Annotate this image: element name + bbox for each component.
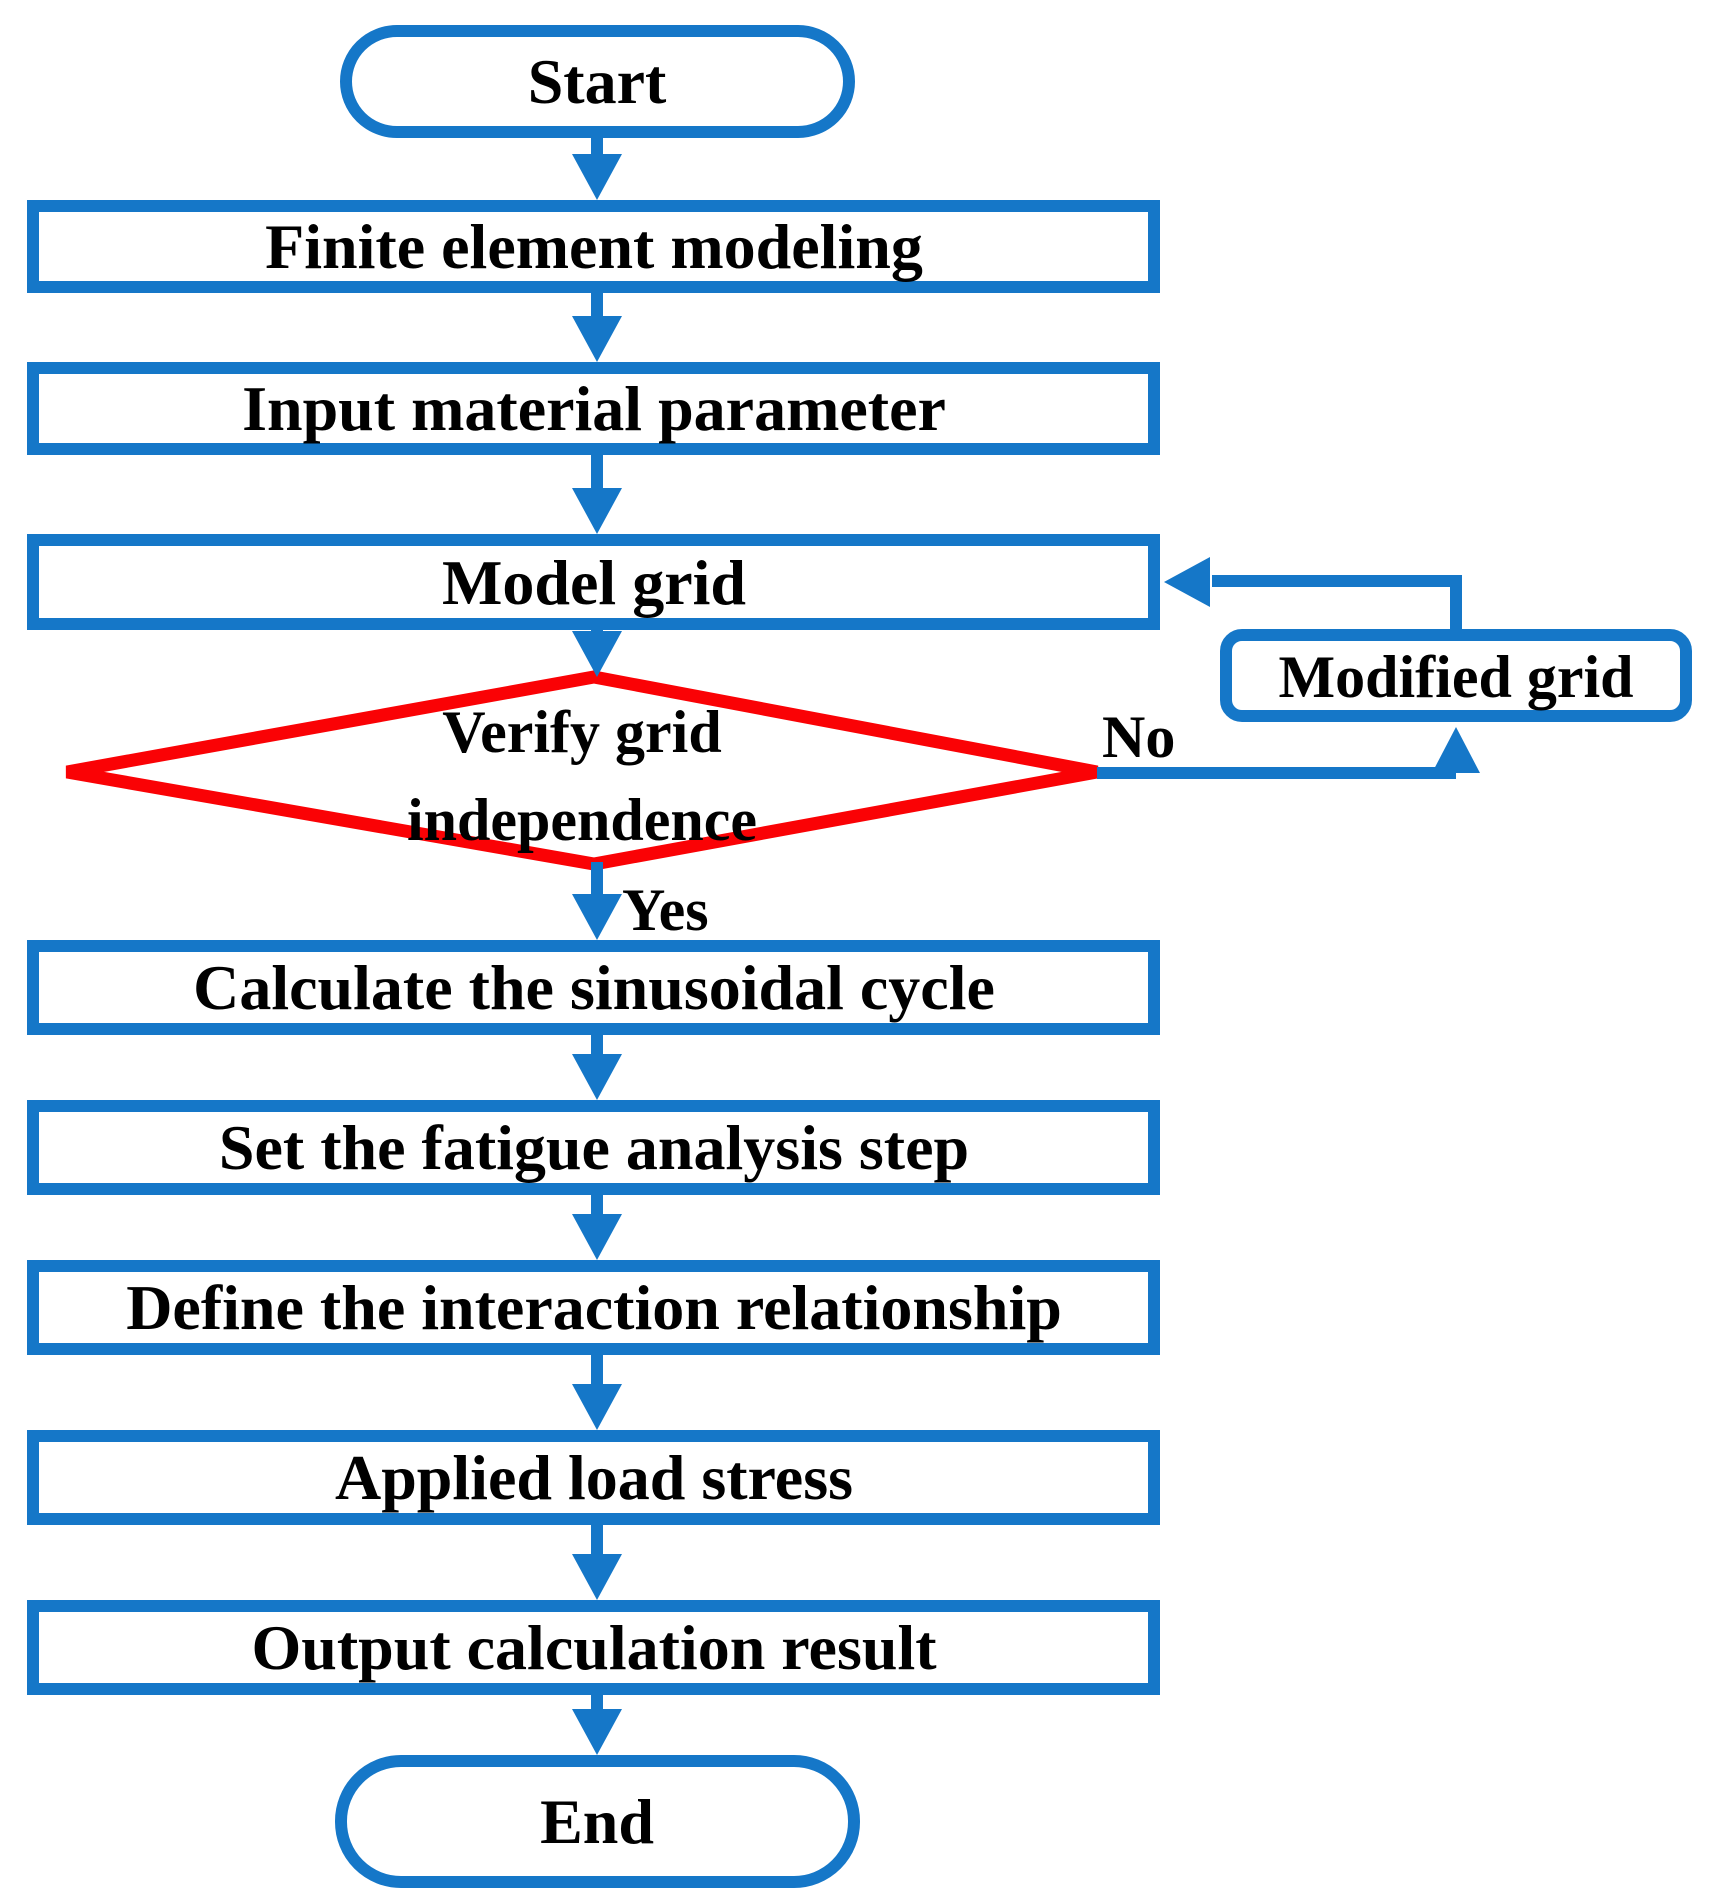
modified-grid-label: Modified grid bbox=[1279, 644, 1634, 710]
node-start: Start bbox=[340, 25, 855, 138]
end-shape bbox=[335, 1755, 860, 1888]
input-material-label: Input material parameter bbox=[242, 373, 946, 444]
arrowhead-down-icon bbox=[572, 1709, 622, 1755]
arrowhead-down-icon bbox=[572, 1054, 622, 1100]
model-grid-shape bbox=[27, 534, 1160, 630]
node-define-interaction-relationship: Define the interaction relationship bbox=[27, 1260, 1160, 1355]
edge-applied-load-to-output-result bbox=[572, 1523, 622, 1600]
edge-label-yes: Yes bbox=[622, 877, 709, 943]
modified-grid-shape bbox=[1220, 629, 1692, 722]
model-grid-label: Model grid bbox=[442, 547, 746, 618]
node-applied-load-stress: Applied load stress bbox=[27, 1430, 1160, 1525]
start-label: Start bbox=[528, 46, 667, 117]
edge-modified-grid-to-model-grid bbox=[1164, 557, 1462, 630]
edge-define-interaction-to-applied-load bbox=[572, 1353, 622, 1430]
output-result-shape bbox=[27, 1600, 1160, 1695]
end-label: End bbox=[540, 1786, 654, 1857]
applied-load-shape bbox=[27, 1430, 1160, 1525]
verify-grid-label-line2: independence bbox=[407, 787, 757, 853]
node-finite-element-modeling: Finite element modeling bbox=[27, 200, 1160, 293]
node-verify-grid-independence: Verify grid independence bbox=[65, 670, 1099, 871]
finite-element-shape bbox=[27, 200, 1160, 293]
arrowhead-left-icon bbox=[1164, 557, 1210, 607]
arrowhead-down-icon bbox=[572, 1214, 622, 1260]
define-interaction-label: Define the interaction relationship bbox=[126, 1272, 1062, 1343]
edge-label-no: No bbox=[1102, 704, 1175, 770]
calculate-sinusoidal-label: Calculate the sinusoidal cycle bbox=[193, 952, 995, 1023]
arrowhead-down-icon bbox=[572, 1554, 622, 1600]
input-material-shape bbox=[27, 362, 1160, 455]
edge-set-fatigue-to-define-interaction bbox=[572, 1193, 622, 1260]
edge-verify-grid-no-to-modified-grid bbox=[1097, 727, 1480, 779]
calculate-sinusoidal-shape bbox=[27, 940, 1160, 1035]
node-calculate-sinusoidal-cycle: Calculate the sinusoidal cycle bbox=[27, 940, 1160, 1035]
arrowhead-down-icon bbox=[572, 894, 622, 940]
set-fatigue-label: Set the fatigue analysis step bbox=[219, 1112, 969, 1183]
edge-input-material-to-model-grid bbox=[572, 453, 622, 534]
edge-output-result-to-end bbox=[572, 1693, 622, 1755]
node-set-fatigue-analysis-step: Set the fatigue analysis step bbox=[27, 1100, 1160, 1195]
arrowhead-up-icon bbox=[1432, 727, 1480, 773]
edge-calculate-sinusoidal-to-set-fatigue bbox=[572, 1033, 622, 1100]
arrowhead-down-icon bbox=[572, 1384, 622, 1430]
verify-grid-label-line1: Verify grid bbox=[442, 699, 721, 765]
edge-model-grid-to-verify-grid bbox=[572, 628, 622, 677]
arrowhead-down-icon bbox=[572, 631, 622, 677]
finite-element-label: Finite element modeling bbox=[265, 211, 923, 282]
node-output-calculation-result: Output calculation result bbox=[27, 1600, 1160, 1695]
node-model-grid: Model grid bbox=[27, 534, 1160, 630]
edge-start-to-finite-element bbox=[572, 136, 622, 200]
arrowhead-down-icon bbox=[572, 488, 622, 534]
define-interaction-shape bbox=[27, 1260, 1160, 1355]
node-input-material-parameter: Input material parameter bbox=[27, 362, 1160, 455]
start-shape bbox=[340, 25, 855, 138]
edge-finite-element-to-input-material bbox=[572, 291, 622, 362]
set-fatigue-shape bbox=[27, 1100, 1160, 1195]
arrowhead-down-icon bbox=[572, 316, 622, 362]
edge-verify-grid-yes-to-calculate-sinusoidal bbox=[572, 862, 622, 940]
node-end: End bbox=[335, 1755, 860, 1888]
applied-load-label: Applied load stress bbox=[335, 1442, 853, 1513]
arrowhead-down-icon bbox=[572, 154, 622, 200]
node-modified-grid: Modified grid bbox=[1220, 629, 1692, 722]
output-result-label: Output calculation result bbox=[251, 1612, 937, 1683]
